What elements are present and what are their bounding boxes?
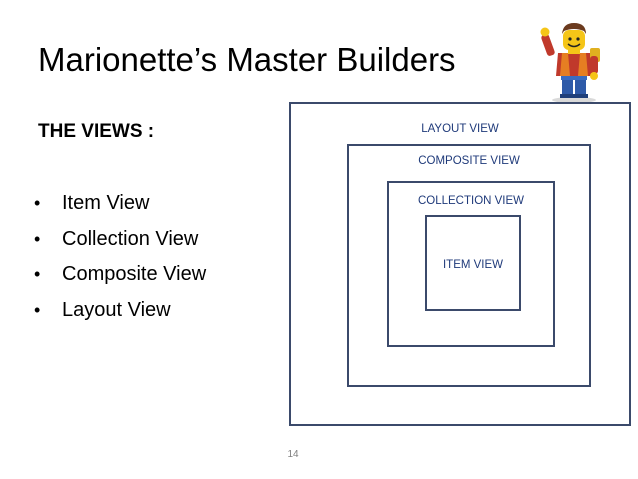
bullet-icon: • (34, 264, 41, 284)
composite-view-box: COMPOSITE VIEW (347, 144, 591, 387)
collection-view-box: COLLECTION VIEW (387, 181, 555, 347)
slide-title: Marionette’s Master Builders (38, 41, 456, 78)
bullet-text: Item View (62, 192, 150, 214)
section-heading: THE VIEWS : (38, 121, 155, 142)
bullet-text: Composite View (62, 263, 207, 285)
bullet-text: Layout View (62, 298, 171, 321)
layout-view-label: LAYOUT VIEW (421, 123, 499, 135)
bullet-icon: • (34, 193, 41, 213)
bullet-icon: • (34, 299, 41, 320)
page-number: 14 (287, 449, 299, 460)
bullet-item-collection-view: • Collection View (34, 224, 206, 260)
item-view-label: ITEM VIEW (442, 259, 504, 271)
bullet-list: • Item View • Collection View • Composite V… (34, 188, 206, 330)
bullet-item-composite-view: • Composite View (34, 259, 206, 295)
item-view-box: ITEM VIEW (425, 215, 521, 311)
collection-view-label: COLLECTION VIEW (417, 195, 525, 207)
layout-view-box: LAYOUT VIEW (289, 102, 631, 426)
lego-minifigure-icon (540, 23, 600, 103)
composite-view-label: COMPOSITE VIEW (418, 155, 520, 167)
bullet-text: Collection View (62, 227, 199, 250)
bullet-icon: • (34, 228, 41, 249)
bullet-item-layout-view: • Layout View (34, 295, 206, 331)
bullet-item-item-view: • Item View (34, 188, 206, 224)
